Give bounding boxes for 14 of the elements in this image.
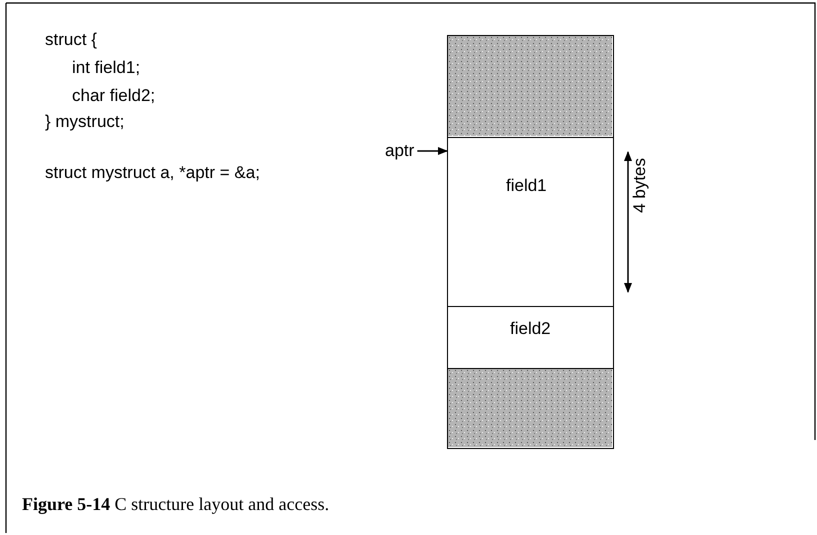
figure-caption: Figure 5-14 C structure layout and access.: [22, 494, 330, 515]
code-line: struct mystruct a, *aptr = &a;: [45, 163, 260, 183]
shaded-memory-block: [447, 368, 614, 449]
arrow: [417, 147, 448, 155]
field-name: field1: [506, 176, 547, 196]
pointer-label: aptr: [385, 141, 414, 161]
code-line: int field1;: [72, 58, 140, 78]
code-line: char field2;: [72, 86, 156, 106]
field-name: field2: [510, 319, 551, 339]
code-line: struct {: [45, 30, 97, 50]
dimension-label: 4 bytes: [630, 158, 650, 213]
code-line: } mystruct;: [45, 112, 124, 132]
memory-field-box: [447, 137, 614, 307]
shaded-memory-block: [447, 35, 614, 138]
